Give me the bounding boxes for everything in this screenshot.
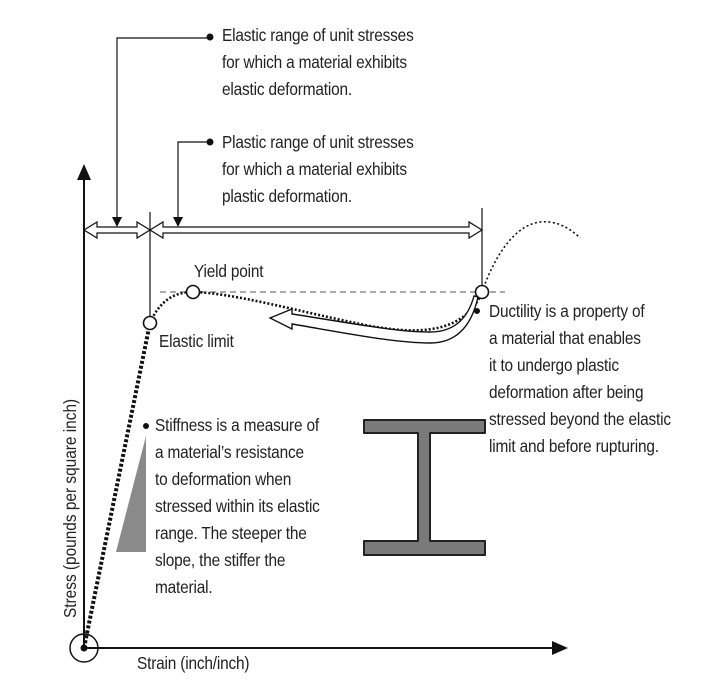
plastic-curve bbox=[148, 290, 484, 332]
plastic-range-leader-arrowhead bbox=[173, 217, 183, 227]
elastic-range-label: Elastic range of unit stresses for which… bbox=[222, 25, 414, 99]
elastic-limit-point bbox=[142, 315, 158, 331]
yield-point-label: Yield point bbox=[194, 261, 264, 281]
ductility-arrow bbox=[268, 295, 479, 344]
plastic-range-dimension-arrow bbox=[148, 220, 484, 240]
stiffness-slope-triangle bbox=[116, 436, 146, 552]
stiffness-label: Stiffness is a measure of a material’s r… bbox=[155, 415, 320, 597]
y-axis-label: Stress (pounds per square inch) bbox=[60, 398, 80, 618]
i-beam-icon bbox=[363, 419, 486, 556]
origin-circle bbox=[69, 633, 99, 663]
plastic-range-label: Plastic range of unit stresses for which… bbox=[222, 132, 414, 206]
y-axis-arrowhead bbox=[77, 164, 91, 180]
elastic-slope-curve bbox=[82, 322, 152, 649]
rupture-point-marker bbox=[474, 284, 490, 300]
rupture-curve bbox=[481, 220, 581, 293]
x-axis-label: Strain (inch/inch) bbox=[137, 653, 250, 673]
elastic-range-leader bbox=[116, 37, 208, 222]
ductility-label: Ductility is a property of a material th… bbox=[489, 301, 671, 456]
yield-point-marker bbox=[185, 284, 201, 300]
plastic-range-bullet bbox=[206, 138, 214, 146]
elastic-range-leader-arrowhead bbox=[112, 217, 122, 227]
elastic-range-bullet bbox=[206, 33, 214, 41]
x-axis-arrowhead bbox=[552, 641, 568, 655]
elastic-limit-label: Elastic limit bbox=[159, 331, 234, 351]
ductility-bullet bbox=[474, 308, 480, 314]
stiffness-bullet bbox=[143, 423, 149, 429]
plastic-range-leader bbox=[177, 141, 208, 222]
